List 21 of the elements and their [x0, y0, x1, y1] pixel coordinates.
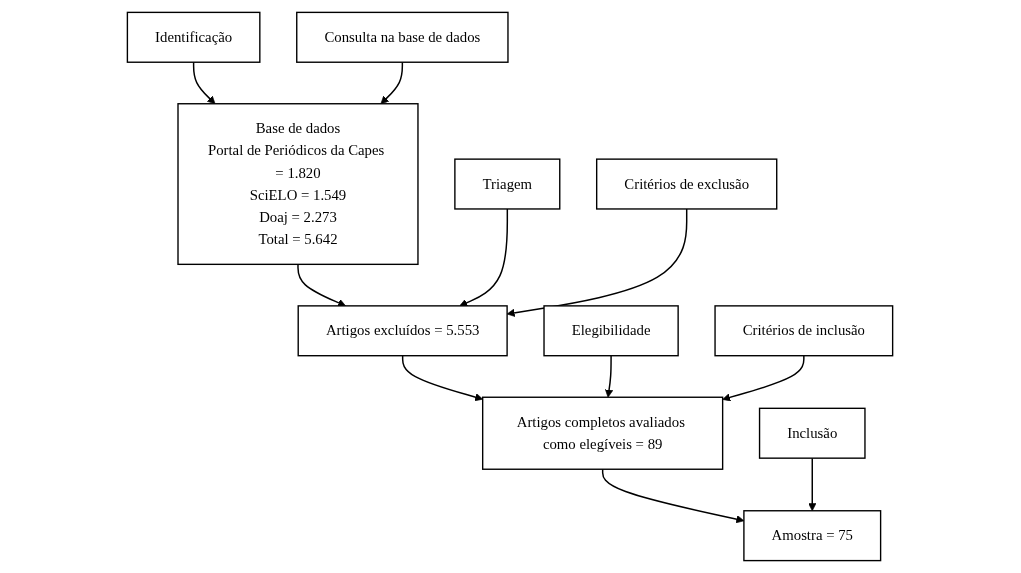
arrow: [722, 354, 806, 402]
node-box: Inclusão: [759, 407, 867, 459]
node-box: Elegibilidade: [543, 305, 680, 357]
arrow: [808, 457, 817, 512]
arrow: [507, 208, 688, 317]
arrow: [193, 61, 216, 105]
arrow: [402, 354, 484, 402]
arrow: [297, 263, 347, 307]
arrow: [381, 61, 404, 105]
node-box: Consulta na base de dados: [296, 11, 510, 63]
node-box: Critérios de exclusão: [596, 158, 778, 210]
node-box: Amostra = 75: [743, 510, 882, 562]
node-box: Triagem: [454, 158, 561, 210]
node-box: Critérios de inclusão: [714, 305, 894, 357]
node-box: Artigos completos avaliados como elegíveis = 89: [482, 396, 724, 470]
arrow: [459, 208, 509, 307]
arrow: [602, 468, 745, 524]
arrow: [605, 354, 614, 398]
node-box: Base de dados Portal de Periódicos da Capes = 1.820 SciELO = 1.549 Doaj = 2.273 Total = 5.642: [177, 103, 420, 266]
node-box: Identificação: [127, 11, 261, 63]
node-box: Artigos excluídos = 5.553: [298, 305, 509, 357]
